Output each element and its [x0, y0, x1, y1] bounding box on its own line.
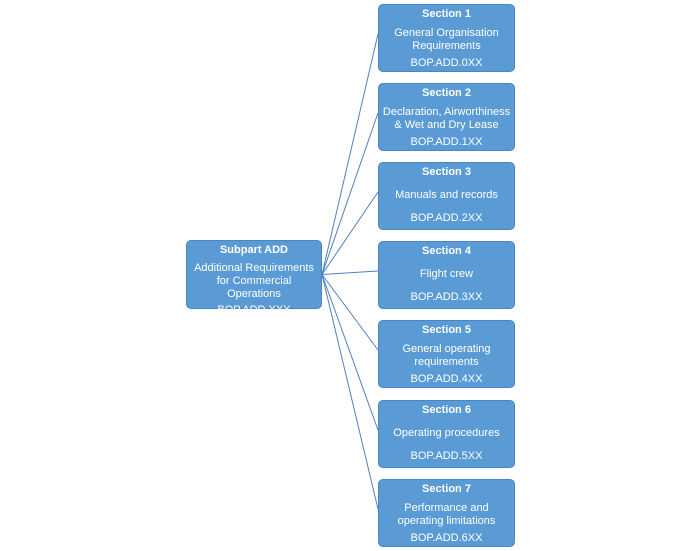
root-description: Additional Requirements for Commercial O…: [194, 262, 314, 300]
section-description: Flight crew: [419, 268, 474, 280]
connector-line-section-5: [321, 274, 379, 351]
section-code: BOP.ADD.1XX: [410, 136, 483, 148]
section-description: Declaration, Airworthiness & Wet and Dry…: [382, 106, 511, 131]
section-code: BOP.ADD.5XX: [410, 450, 483, 462]
root-title: Subpart ADD: [219, 244, 289, 256]
section-title: Section 1: [422, 8, 471, 20]
section-description: Performance and operating limitations: [397, 502, 496, 527]
connector-line-section-4: [321, 270, 379, 275]
section-title: Section 4: [422, 245, 471, 257]
connector-line-section-1: [321, 33, 379, 275]
root-node-subpart-add: Subpart ADD Additional Requirements for …: [186, 240, 322, 316]
connector-line-section-7: [321, 274, 379, 510]
section-title: Section 2: [422, 87, 471, 99]
section-code: BOP.ADD.6XX: [410, 532, 483, 544]
root-code: BOP.ADD.XXX: [217, 304, 291, 316]
connector-line-section-2: [321, 112, 379, 275]
section-title: Section 6: [422, 404, 471, 416]
section-code: BOP.ADD.4XX: [410, 373, 483, 385]
section-node-1: Section 1 General Organisation Requireme…: [378, 4, 515, 72]
section-description: General Organisation Requirements: [394, 27, 499, 52]
connector-line-section-6: [321, 274, 379, 431]
section-description: Operating procedures: [393, 427, 500, 439]
section-description: General operating requirements: [402, 343, 491, 368]
section-title: Section 5: [422, 324, 471, 336]
section-code: BOP.ADD.2XX: [410, 212, 483, 224]
section-code: BOP.ADD.3XX: [410, 291, 483, 303]
section-title: Section 7: [422, 483, 471, 495]
connector-line-section-3: [321, 191, 379, 275]
section-node-4: Section 4 Flight crew BOP.ADD.3XX: [378, 241, 515, 309]
section-description: Manuals and records: [395, 189, 498, 201]
section-node-3: Section 3 Manuals and records BOP.ADD.2X…: [378, 162, 515, 230]
section-node-7: Section 7 Performance and operating limi…: [378, 479, 515, 547]
section-node-6: Section 6 Operating procedures BOP.ADD.5…: [378, 400, 515, 468]
section-title: Section 3: [422, 166, 471, 178]
section-node-2: Section 2 Declaration, Airworthiness & W…: [378, 83, 515, 151]
section-code: BOP.ADD.0XX: [410, 57, 483, 69]
section-node-5: Section 5 General operating requirements…: [378, 320, 515, 388]
